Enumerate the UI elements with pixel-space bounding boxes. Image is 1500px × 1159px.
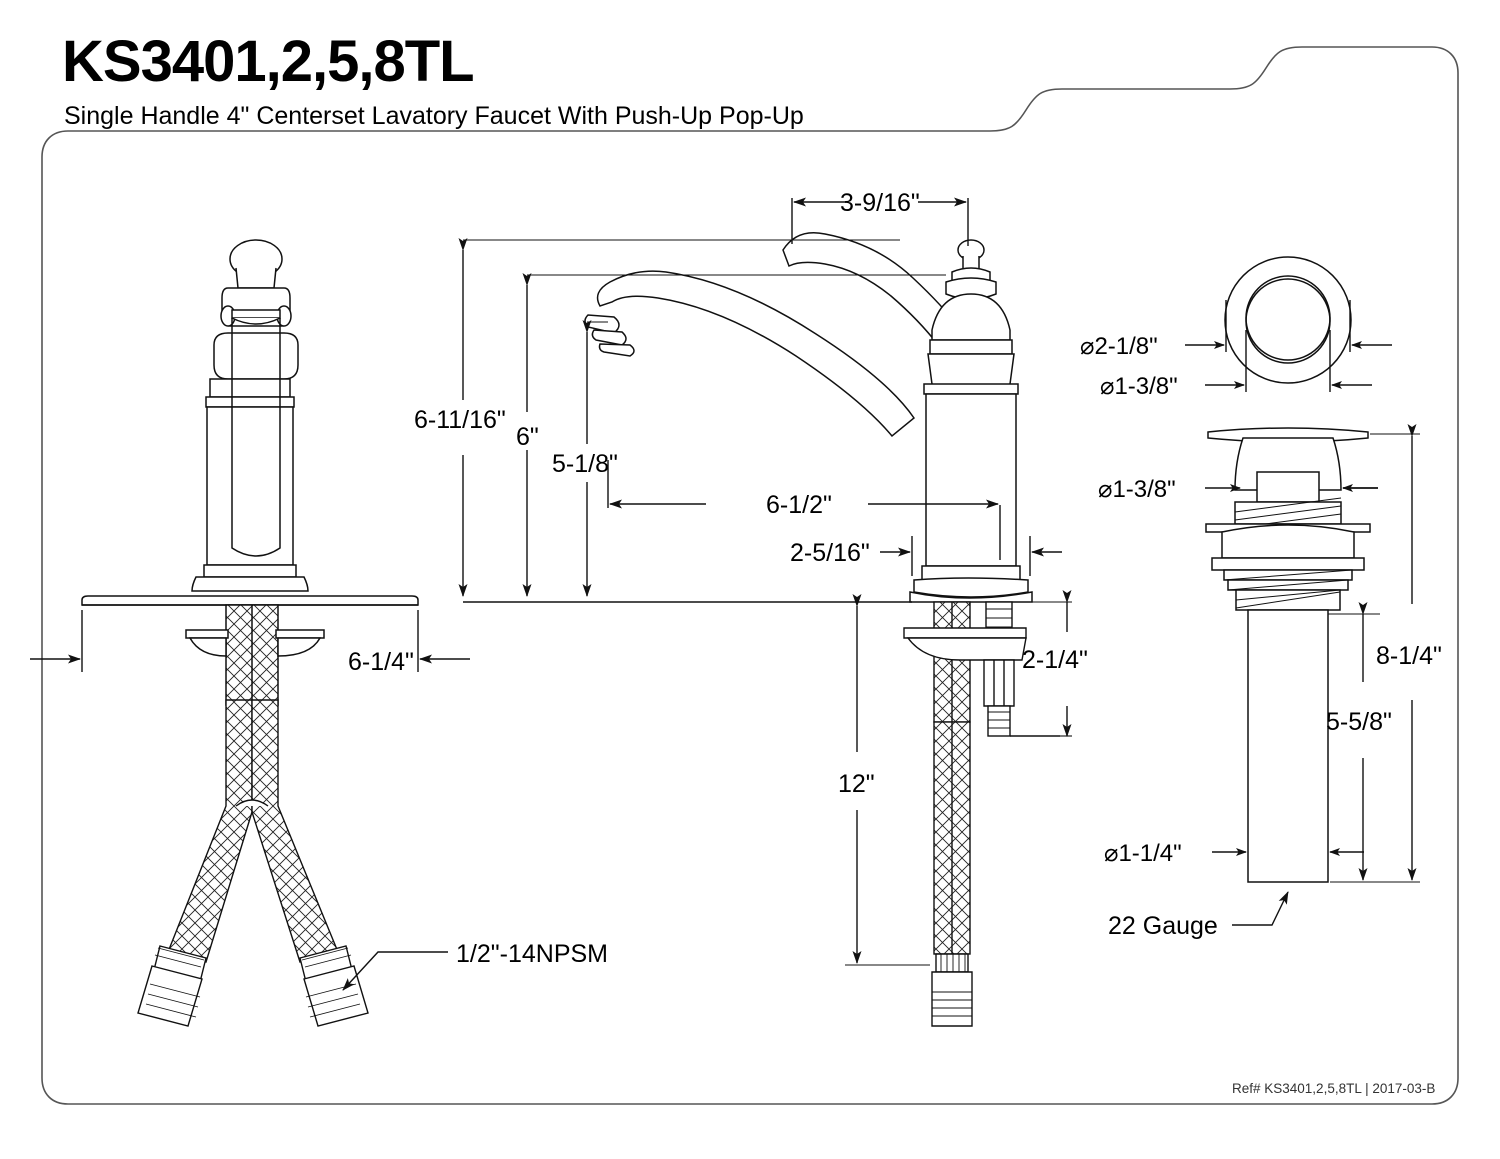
dim-spout-height bbox=[582, 320, 608, 597]
drain-top-view bbox=[1224, 256, 1352, 384]
dim-spout-height-label: 5-1/8" bbox=[552, 450, 618, 478]
dim-body-height-label: 6" bbox=[516, 423, 539, 451]
thread-spec-leader bbox=[342, 951, 448, 991]
dim-base-width bbox=[880, 536, 1062, 576]
dim-tailpiece-diameter-label: ⌀1-1/4" bbox=[1104, 840, 1182, 867]
supply-hoses-left bbox=[137, 699, 369, 1027]
dim-overall-height bbox=[458, 238, 900, 597]
mounting-hardware bbox=[903, 601, 1060, 1027]
thread-spec-label: 1/2"-14NPSM bbox=[456, 940, 608, 968]
dim-handle-reach bbox=[791, 197, 969, 246]
page-subtitle: Single Handle 4" Centerset Lavatory Fauc… bbox=[64, 102, 804, 130]
gauge-leader bbox=[1232, 891, 1289, 926]
dim-drain-total-length-label: 8-1/4" bbox=[1376, 642, 1442, 670]
dim-tailpiece-length bbox=[1328, 602, 1380, 881]
dim-tailpiece-length-label: 5-5/8" bbox=[1326, 708, 1392, 736]
dim-deck-plate-width-label: 6-1/4" bbox=[348, 648, 414, 676]
faucet-front-view bbox=[81, 239, 419, 706]
dim-overall-height-label: 6-11/16" bbox=[414, 406, 506, 434]
dim-body-diameter-top bbox=[1205, 330, 1372, 392]
dim-flange-diameter bbox=[1185, 300, 1392, 352]
dim-spout-reach bbox=[607, 460, 1001, 560]
reference-footer: Ref# KS3401,2,5,8TL | 2017-03-B bbox=[1232, 1081, 1436, 1096]
dim-supply-length bbox=[845, 594, 932, 966]
dim-body-height bbox=[522, 273, 946, 597]
faucet-side-view bbox=[584, 232, 1033, 603]
dim-shank-length-label: 2-1/4" bbox=[1022, 646, 1088, 674]
dim-body-diameter-side-label: ⌀1-3/8" bbox=[1098, 476, 1176, 503]
gauge-label: 22 Gauge bbox=[1108, 912, 1218, 940]
sheet-border bbox=[41, 46, 1459, 1105]
dim-shank-length bbox=[1030, 590, 1072, 737]
dim-body-diameter-top-label: ⌀1-3/8" bbox=[1100, 373, 1178, 400]
dim-base-width-label: 2-5/16" bbox=[790, 539, 870, 567]
dim-flange-diameter-label: ⌀2-1/8" bbox=[1080, 333, 1158, 360]
dim-handle-reach-label: 3-9/16" bbox=[840, 189, 920, 217]
dim-supply-length-label: 12" bbox=[838, 770, 875, 798]
page-title: KS3401,2,5,8TL bbox=[62, 29, 475, 94]
dim-spout-reach-label: 6-1/2" bbox=[766, 491, 832, 519]
drain-side-view bbox=[1205, 427, 1371, 883]
dim-drain-total-length bbox=[1330, 424, 1420, 883]
dim-deck-plate-width bbox=[30, 610, 470, 672]
